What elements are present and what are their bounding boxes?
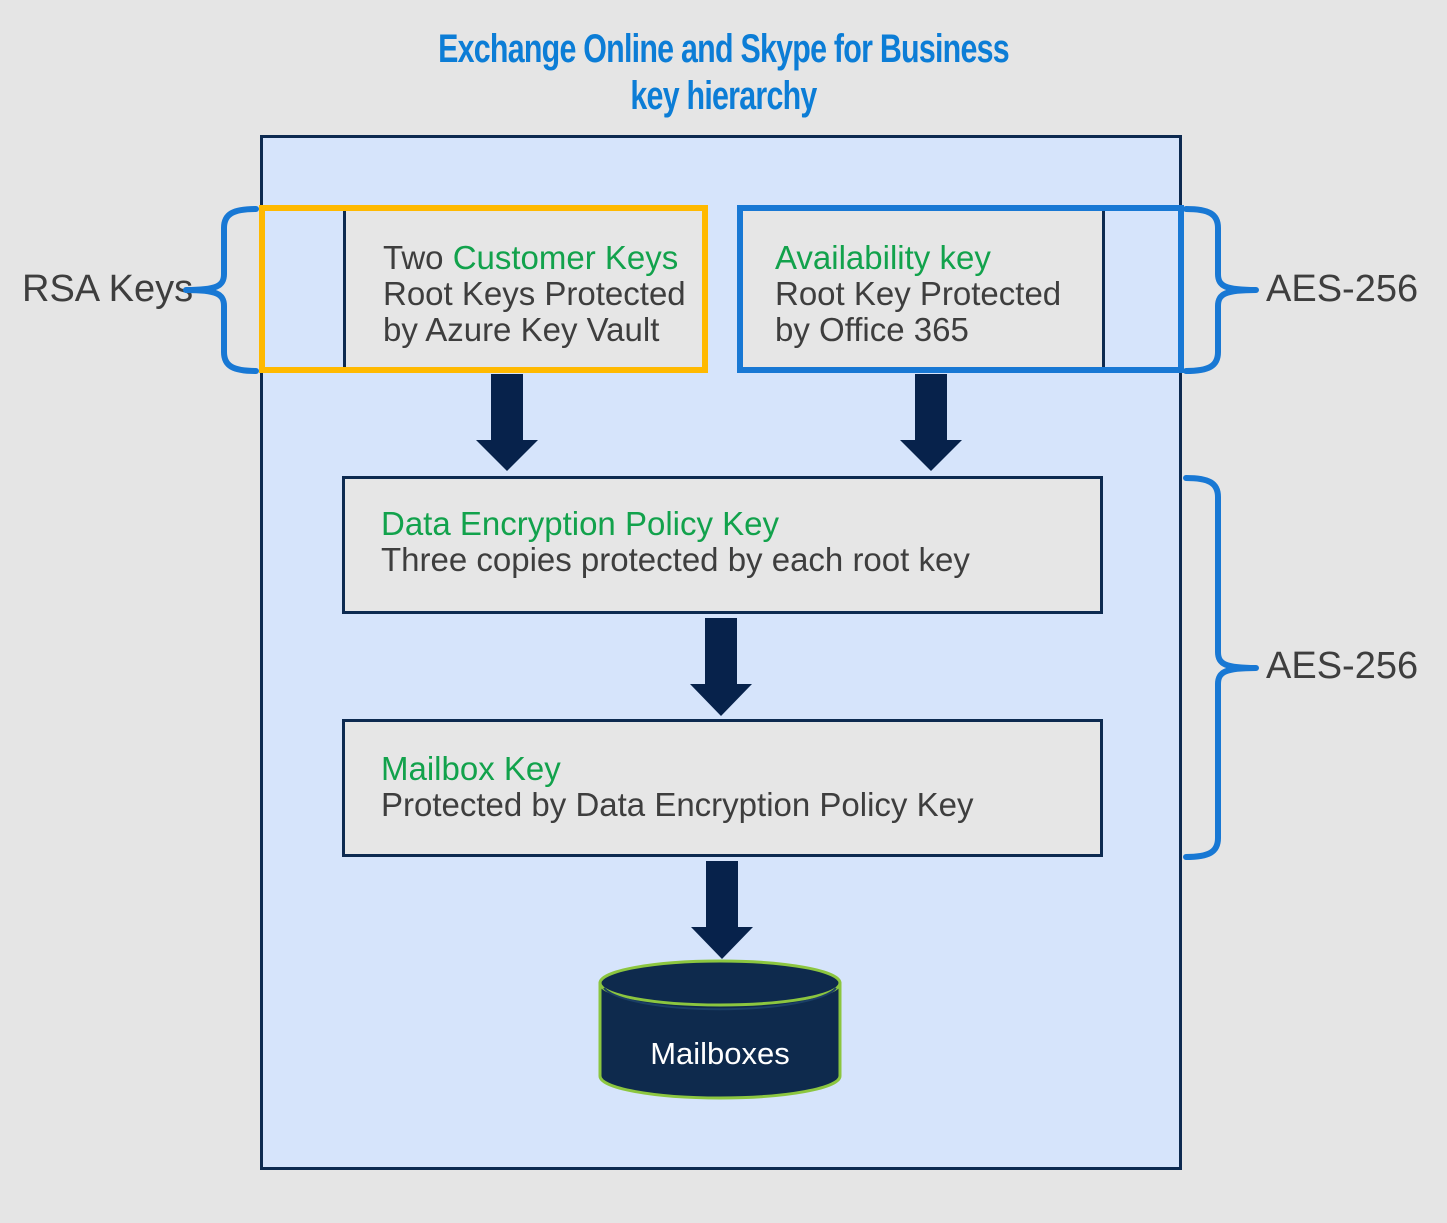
customer-keys-name: Customer Keys — [452, 239, 679, 276]
aes-256-bottom-label: AES-256 — [1266, 645, 1419, 687]
title-line-2: key hierarchy — [630, 74, 817, 118]
availability-key-name: Availability key — [775, 239, 991, 276]
dep-key-box — [342, 476, 1103, 614]
dep-key-desc1: Three copies protected by each root key — [381, 541, 970, 578]
availability-key-box — [738, 211, 1105, 370]
customer-keys-box — [343, 211, 707, 370]
dep-key-name: Data Encryption Policy Key — [381, 505, 780, 542]
customer-keys-intro: Two — [383, 239, 453, 276]
availability-key-desc1: Root Key Protected — [775, 275, 1062, 312]
dep-key-text: Data Encryption Policy Key Three copies … — [381, 506, 970, 578]
availability-key-divider-line — [1102, 211, 1105, 370]
availability-key-text: Availability key Root Key Protected by O… — [775, 240, 1061, 348]
availability-key-desc2: by Office 365 — [775, 311, 969, 348]
aes-256-top-label: AES-256 — [1266, 268, 1419, 310]
customer-keys-text: Two Customer Keys Root Keys Protected by… — [383, 240, 686, 348]
mailboxes-label: Mailboxes — [650, 1036, 790, 1071]
customer-keys-divider-line — [343, 211, 346, 370]
customer-keys-desc1: Root Keys Protected — [383, 275, 686, 312]
page-title: Exchange Online and Skype for Business k… — [0, 26, 1447, 120]
mailbox-key-box — [342, 719, 1103, 857]
title-line-1: Exchange Online and Skype for Business — [438, 27, 1010, 71]
mailbox-key-text: Mailbox Key Protected by Data Encryption… — [381, 751, 973, 823]
availability-key-highlight-frame — [737, 205, 1184, 373]
customer-keys-desc2: by Azure Key Vault — [383, 311, 660, 348]
mailbox-key-desc1: Protected by Data Encryption Policy Key — [381, 786, 974, 823]
mailbox-key-name: Mailbox Key — [381, 750, 561, 787]
rsa-keys-label: RSA Keys — [22, 268, 194, 310]
customer-keys-title-line: Two Customer Keys — [383, 240, 686, 276]
customer-keys-highlight-frame — [259, 205, 708, 373]
left-brace-icon — [183, 206, 259, 374]
right-brace-bottom-icon — [1183, 475, 1259, 860]
right-brace-top-icon — [1183, 206, 1259, 374]
